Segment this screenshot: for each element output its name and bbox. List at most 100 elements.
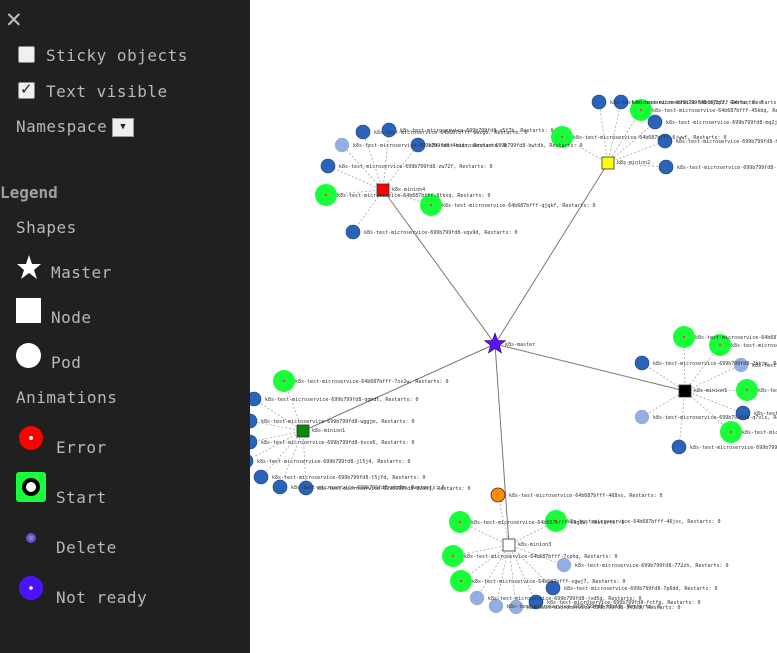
- pod-starting-core[interactable]: [554, 519, 558, 523]
- node-minion4[interactable]: [376, 183, 390, 197]
- pod-starting-core[interactable]: [459, 579, 463, 583]
- pod-label: k8s-test-microservice-64b687bfff-c9g8w, …: [471, 520, 625, 526]
- pod-label: k8s-test-microservice-64b687bfff-lpxws, …: [752, 363, 777, 369]
- pod-running[interactable]: [671, 439, 687, 455]
- pod-pending[interactable]: [334, 137, 350, 153]
- pod-pending[interactable]: [469, 590, 485, 606]
- pod-pending[interactable]: [508, 599, 524, 615]
- pod-label: k8s-test-microservice-699b799fd8-4hzdx, …: [353, 143, 507, 149]
- pod-starting-core[interactable]: [324, 193, 328, 197]
- node-pod-link: [497, 494, 510, 546]
- pod-label: k8s-test-microservice-699b799fd8-hspbc, …: [676, 139, 777, 145]
- pod-label: k8s-test-microservice-699b799fd8-q7vls, …: [653, 415, 777, 421]
- pod-running[interactable]: [345, 224, 361, 240]
- cluster-graph[interactable]: k8s-test-microservice-64b687bfff-wwzgb, …: [250, 0, 777, 653]
- node-pod-link: [382, 129, 390, 191]
- cluster-graph-canvas[interactable]: k8s-test-microservice-64b687bfff-wwzgb, …: [250, 0, 777, 653]
- pod-pending[interactable]: [733, 357, 749, 373]
- pod-running[interactable]: [613, 94, 629, 110]
- node-pod-link: [598, 101, 609, 164]
- pod-running[interactable]: [320, 158, 336, 174]
- node-pod-link: [508, 544, 537, 603]
- pod-running[interactable]: [735, 405, 751, 421]
- legend-animations-title: Animations: [16, 388, 118, 407]
- pod-running[interactable]: [545, 580, 561, 596]
- pod-starting-core[interactable]: [458, 520, 462, 524]
- pod-running[interactable]: [250, 413, 258, 429]
- pod-starting-core[interactable]: [682, 335, 686, 339]
- node-pod-link: [452, 544, 510, 557]
- pod-label: k8s-test-microservice-64b687bfff-7cphq, …: [464, 554, 618, 560]
- pod-starting-core[interactable]: [718, 343, 722, 347]
- pod-label: k8s-test-microservice-699b799fd8-2hkjm, …: [653, 361, 777, 367]
- master-star[interactable]: [483, 332, 507, 354]
- legend-pod-label: Pod: [51, 353, 82, 372]
- pod-running[interactable]: [657, 133, 673, 149]
- master-label: k8s-master: [505, 342, 535, 348]
- legend-delete-label: Delete: [56, 538, 117, 557]
- pod-label: k8s-test-microservice-699b799fd8-mj2p2, …: [610, 100, 764, 106]
- pod-running[interactable]: [298, 480, 314, 496]
- pod-running[interactable]: [381, 122, 397, 138]
- pod-label: k8s-test-microservice-699b799fd8-jvd5g, …: [488, 596, 642, 602]
- node-pod-link: [641, 362, 686, 392]
- pod-running[interactable]: [272, 479, 288, 495]
- pod-pending[interactable]: [488, 598, 504, 614]
- node-pod-link: [508, 544, 565, 566]
- node-pod-link: [250, 430, 304, 443]
- pod-label: k8s-test-microservice-699b799fd8-7p6dd, …: [564, 586, 718, 592]
- node-pod-link: [607, 162, 667, 168]
- pod-starting-core[interactable]: [745, 388, 749, 392]
- node-minion2[interactable]: [601, 156, 615, 170]
- sticky-objects-checkbox[interactable]: [18, 46, 35, 63]
- node-pod-link: [508, 520, 557, 546]
- pod-label: k8s-test-microservice-699b799fd8-h5xl9, …: [507, 604, 661, 610]
- node-pod-link: [607, 101, 622, 164]
- node-pod-link: [352, 189, 384, 233]
- pod-label: k8s-test-microservice-699b799fd8-t5jfd, …: [272, 475, 426, 481]
- pod-starting-core[interactable]: [560, 135, 564, 139]
- text-visible-checkbox[interactable]: [18, 80, 35, 99]
- pod-running[interactable]: [250, 454, 254, 468]
- pod-pending[interactable]: [556, 557, 572, 573]
- pod-running[interactable]: [658, 159, 674, 175]
- pod-label: k8s-test-microservice-64b687bfff-sgwj7, …: [472, 579, 626, 585]
- node-label: k8s-minion2: [617, 160, 650, 166]
- close-icon[interactable]: ✕: [6, 4, 22, 34]
- pod-starting-core[interactable]: [729, 430, 733, 434]
- pod-running[interactable]: [250, 434, 258, 450]
- pod-label: k8s-test-microservice-64b687bfff-b9cx2, …: [695, 335, 777, 341]
- pod-starting-core[interactable]: [429, 203, 433, 207]
- pod-starting-core[interactable]: [639, 108, 643, 112]
- pod-running[interactable]: [355, 124, 371, 140]
- namespace-dropdown[interactable]: ▼: [112, 118, 134, 137]
- node-minion1[interactable]: [296, 424, 310, 438]
- node-minion3[interactable]: [502, 538, 516, 552]
- pod-running[interactable]: [528, 594, 544, 610]
- pod-label: k8s-test-microservice-64b687bfff-6jwwf, …: [573, 135, 727, 141]
- legend-master-label: Master: [51, 263, 112, 282]
- pod-label: k8s-test-microservice-699b799fd8-x5f7b, …: [400, 128, 554, 134]
- pod-pending[interactable]: [634, 409, 650, 425]
- node-label: k8s-minion1: [312, 428, 345, 434]
- pod-starting-core[interactable]: [282, 379, 286, 383]
- pod-label: k8s-test-microservice-699b799fd8-772zh, …: [575, 563, 729, 569]
- pod-error[interactable]: [490, 487, 506, 503]
- pod-label: k8s-test-microservice-699b799fd8-zw72f, …: [339, 164, 493, 170]
- pod-running[interactable]: [250, 391, 262, 407]
- pod-label: k8s-test-microservice-699b799fd8-vqv9d, …: [364, 230, 518, 236]
- not-ready-animation-icon: [19, 576, 43, 600]
- node-pod-link: [684, 390, 744, 414]
- pod-running[interactable]: [647, 114, 663, 130]
- pod-running[interactable]: [253, 469, 269, 485]
- pod-label: k8s-test-microservice-699b799fd8-fctfq, …: [547, 600, 701, 606]
- pod-running[interactable]: [591, 94, 607, 110]
- master-node-link: [382, 189, 496, 345]
- pod-starting-core[interactable]: [451, 554, 455, 558]
- pod-label: k8s-test-microservice-699b799fd8-5t3c8, …: [527, 605, 681, 611]
- pod-running[interactable]: [634, 355, 650, 371]
- node-minion5[interactable]: [678, 384, 692, 398]
- pod-running[interactable]: [410, 137, 426, 153]
- pod-label: k8s-test-microservice-64b687bfff-468vs, …: [509, 493, 663, 499]
- graph-shapes[interactable]: [250, 94, 758, 615]
